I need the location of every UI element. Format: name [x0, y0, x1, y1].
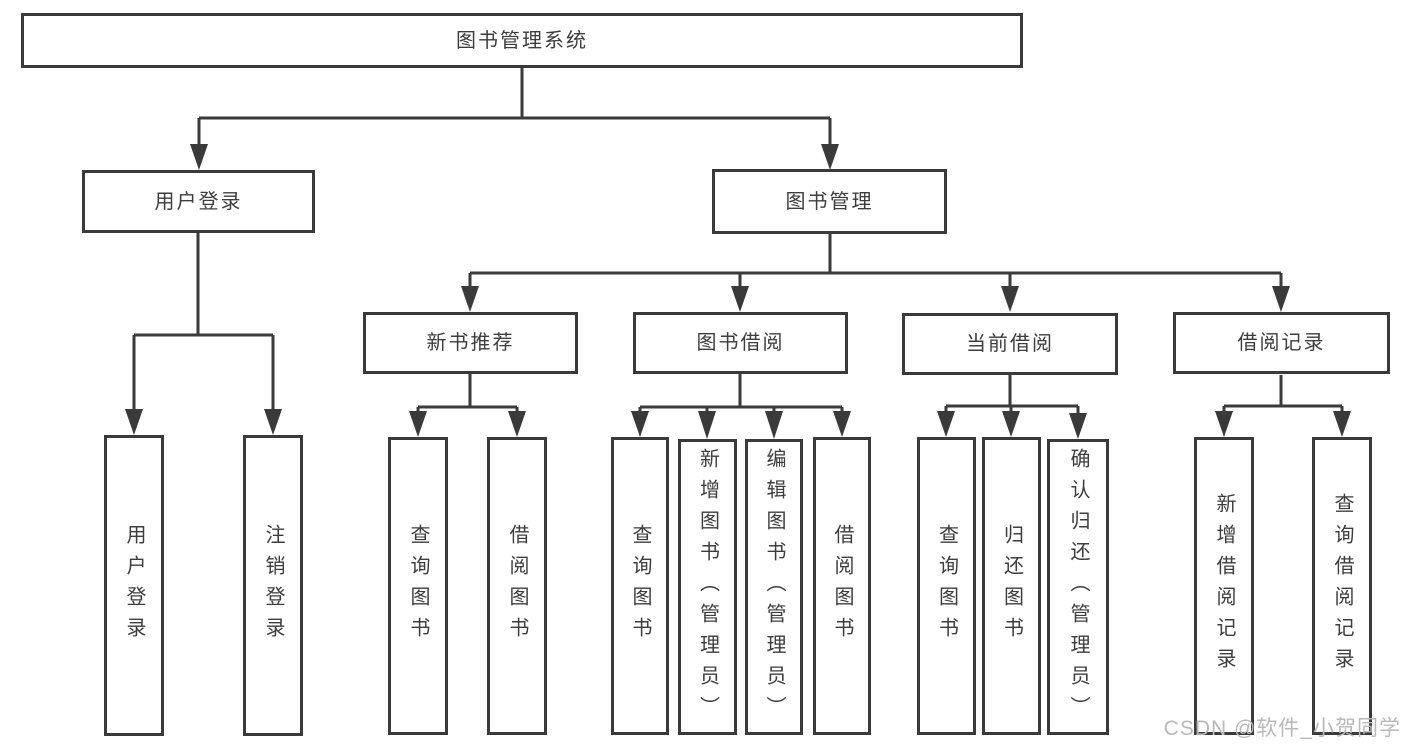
csdn-watermark: CSDN @软件_小贺同学 — [1163, 717, 1401, 740]
leaf-logout: 注销登录 — [243, 435, 303, 736]
leaf-borrow-books: 借阅图书 — [813, 437, 871, 735]
leaf-add-books-admin: 新增图书（管理员） — [678, 439, 737, 735]
node-book-management-module: 图书管理 — [712, 169, 947, 234]
node-borrow-records: 借阅记录 — [1173, 312, 1390, 374]
leaf-return-books: 归还图书 — [982, 437, 1041, 735]
leaf-edit-books-admin: 编辑图书（管理员） — [745, 439, 803, 735]
node-current-borrow: 当前借阅 — [902, 313, 1118, 375]
node-root-system: 图书管理系统 — [21, 13, 1023, 68]
leaf-confirm-return-admin: 确认归还（管理员） — [1047, 439, 1109, 735]
leaf-query-borrow-record: 查询借阅记录 — [1312, 437, 1372, 735]
node-new-book-recommend: 新书推荐 — [363, 312, 578, 374]
leaf-recommend-query-books: 查询图书 — [388, 437, 448, 735]
leaf-current-query-books: 查询图书 — [917, 437, 976, 735]
leaf-borrow-query-books: 查询图书 — [611, 437, 669, 735]
node-book-borrow: 图书借阅 — [633, 312, 848, 374]
leaf-add-borrow-record: 新增借阅记录 — [1194, 437, 1254, 735]
node-user-login-module: 用户登录 — [82, 170, 315, 233]
leaf-user-login: 用户登录 — [104, 435, 164, 736]
leaf-recommend-borrow-books: 借阅图书 — [487, 437, 547, 735]
